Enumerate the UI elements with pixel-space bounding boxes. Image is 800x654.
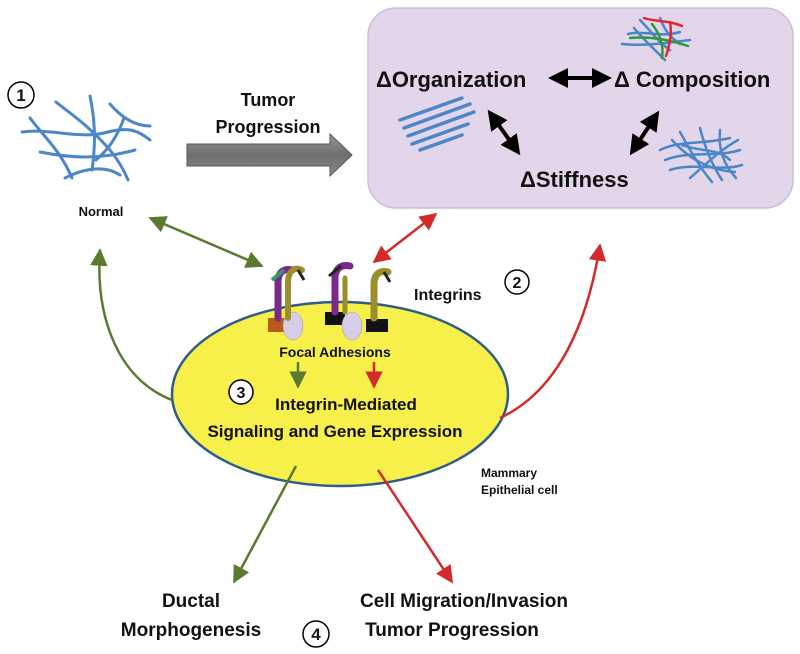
- normal-ecm-fibers: [20, 94, 152, 182]
- migration-label-line2: Tumor Progression: [365, 620, 539, 641]
- signaling-label-line1: Integrin-Mediated: [275, 395, 417, 414]
- step-marker-3: 3: [228, 379, 254, 405]
- tumor-progression-arrow: [186, 132, 353, 178]
- step-marker-2: 2: [504, 269, 530, 295]
- step-number: 3: [237, 385, 246, 402]
- stiffness-label: ΔStiffness: [520, 167, 629, 192]
- dense-fibers: [658, 126, 744, 184]
- focal-adhesion-protein-2: [341, 311, 363, 341]
- focal-adhesions-label: Focal Adhesions: [279, 344, 391, 360]
- step-number: 1: [16, 86, 25, 105]
- focal-adhesion-plaque-dark-2: [366, 319, 388, 332]
- integrin-receptors: [268, 262, 392, 341]
- ductal-label-line2: Morphogenesis: [121, 620, 261, 641]
- composition-label: Δ Composition: [614, 67, 770, 92]
- step-marker-4: 4: [302, 620, 330, 648]
- mammary-epithelial-cell: [170, 300, 510, 488]
- ductal-label-line1: Ductal: [162, 591, 220, 612]
- focal-adhesion-plaque: [268, 318, 286, 332]
- step-number: 4: [311, 625, 321, 644]
- step-marker-1: 1: [7, 81, 35, 109]
- normal-label: Normal: [79, 204, 124, 219]
- composition-fibers: [620, 16, 692, 62]
- green-arrows: [90, 216, 307, 584]
- cell-label-line1: Mammary: [481, 466, 537, 480]
- focal-adhesion-plaque-dark: [325, 312, 345, 325]
- cell-label-line2: Epithelial cell: [481, 483, 558, 497]
- progression-label-line1: Tumor: [241, 90, 296, 110]
- signaling-label-line2: Signaling and Gene Expression: [207, 422, 462, 441]
- progression-label-line2: Progression: [215, 117, 320, 137]
- integrins-label: Integrins: [414, 287, 482, 304]
- migration-label-line1: Cell Migration/Invasion: [360, 591, 568, 612]
- aligned-fibers: [398, 96, 476, 152]
- ecm-relationship-arrows: [487, 68, 660, 156]
- tumor-ecm-panel: [367, 7, 794, 209]
- step-number: 2: [513, 275, 522, 292]
- organization-label: ΔOrganization: [376, 67, 526, 92]
- red-arrows: [365, 212, 607, 584]
